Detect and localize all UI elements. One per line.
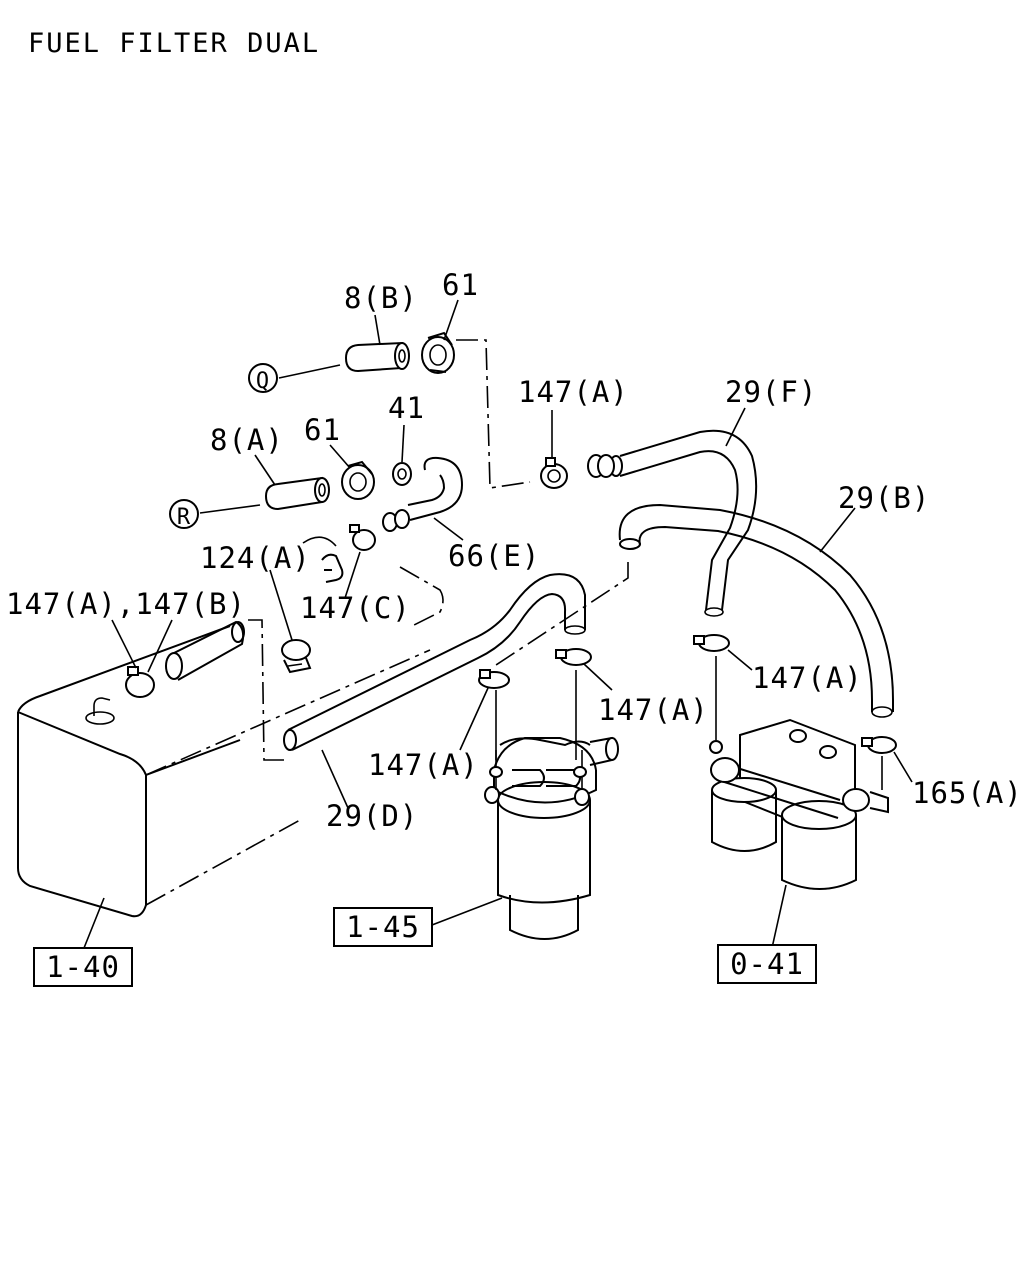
- clamp-147a-right: [693, 634, 730, 652]
- callout-8b: 8(B): [344, 281, 418, 315]
- leader-lines: [83, 299, 913, 949]
- hose-66e: [382, 456, 464, 532]
- callout-29d: 29(D): [326, 799, 418, 833]
- callout-147a-top: 147(A): [518, 375, 629, 409]
- filter-single: [484, 736, 619, 940]
- hose-29b: [618, 503, 894, 718]
- ref-box-tank[interactable]: 1-40: [33, 947, 133, 987]
- ref-box-filter-dual[interactable]: 0-41: [717, 944, 817, 984]
- pipe-8b: [344, 341, 410, 373]
- ref-circle-q-label: Q: [256, 369, 270, 394]
- filter-dual: [709, 718, 889, 890]
- ref-box-tank-label: 1-40: [46, 950, 120, 984]
- clamp-147c: [349, 524, 376, 551]
- elbow-124a: [321, 553, 344, 583]
- clip-61-mid: [341, 460, 375, 500]
- hose-29f: [587, 429, 758, 617]
- clip-41: [392, 462, 412, 486]
- callout-8a: 8(A): [210, 423, 284, 457]
- ref-circle-r: R: [169, 499, 199, 530]
- clip-61-top: [421, 331, 455, 374]
- callout-61-top: 61: [442, 268, 479, 302]
- callout-29b: 29(B): [838, 481, 930, 515]
- clamp-147a-left: [478, 669, 510, 689]
- fuel-tank: [17, 566, 444, 918]
- callout-147a-center: 147(A): [598, 693, 709, 727]
- tank-pipe: [125, 620, 245, 698]
- callout-124a: 124(A): [200, 541, 311, 575]
- ref-circle-q: Q: [248, 363, 278, 394]
- clamp-147a-mid: [555, 648, 592, 666]
- callout-147a-right: 147(A): [752, 661, 863, 695]
- callout-147a-147b: 147(A),147(B): [6, 587, 246, 621]
- clamp-147a-top: [540, 457, 568, 489]
- callout-61-mid: 61: [304, 413, 341, 447]
- diagram-title: FUEL FILTER DUAL: [28, 28, 320, 59]
- ref-box-filter-dual-label: 0-41: [730, 947, 804, 981]
- callout-41: 41: [388, 391, 425, 425]
- pipe-8a: [264, 476, 330, 511]
- clamp-165a: [861, 736, 897, 754]
- ref-circle-r-label: R: [177, 505, 191, 530]
- callout-147c: 147(C): [300, 591, 411, 625]
- dashed-path-left: [248, 619, 290, 761]
- clamp-124a-end: [281, 639, 312, 674]
- callout-147a-center-left: 147(A): [368, 748, 479, 782]
- hose-29d: [283, 573, 586, 751]
- callout-29f: 29(F): [725, 375, 817, 409]
- callout-165a: 165(A): [912, 776, 1023, 810]
- ref-box-filter-single-label: 1-45: [346, 910, 420, 944]
- dashed-path-q: [456, 339, 531, 489]
- ref-box-filter-single[interactable]: 1-45: [333, 907, 433, 947]
- dashed-path-center: [495, 562, 629, 666]
- callout-66e: 66(E): [448, 539, 540, 573]
